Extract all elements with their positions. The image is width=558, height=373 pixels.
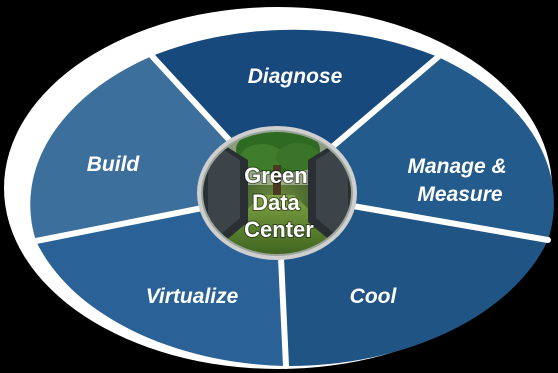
labels-group: Diagnose Manage & Measure Cool Virtualiz… [87, 65, 512, 308]
segment-label-manage-measure: Manage & Measure [407, 155, 512, 206]
segment-label-cool: Cool [350, 285, 398, 308]
segment-label-build: Build [87, 153, 141, 176]
segment-cool [278, 193, 548, 367]
server-rack-right [316, 140, 348, 245]
grass-floor [202, 195, 352, 255]
segment-label-virtualize: Virtualize [146, 285, 239, 308]
tree-trunk [273, 165, 281, 205]
server-rack-left [208, 140, 240, 245]
center-image [197, 126, 357, 260]
segment-diagnose [152, 29, 438, 194]
center-label: Green Data Center [244, 163, 314, 242]
segment-label-diagnose: Diagnose [248, 65, 343, 88]
center-inner-rim [201, 130, 353, 256]
